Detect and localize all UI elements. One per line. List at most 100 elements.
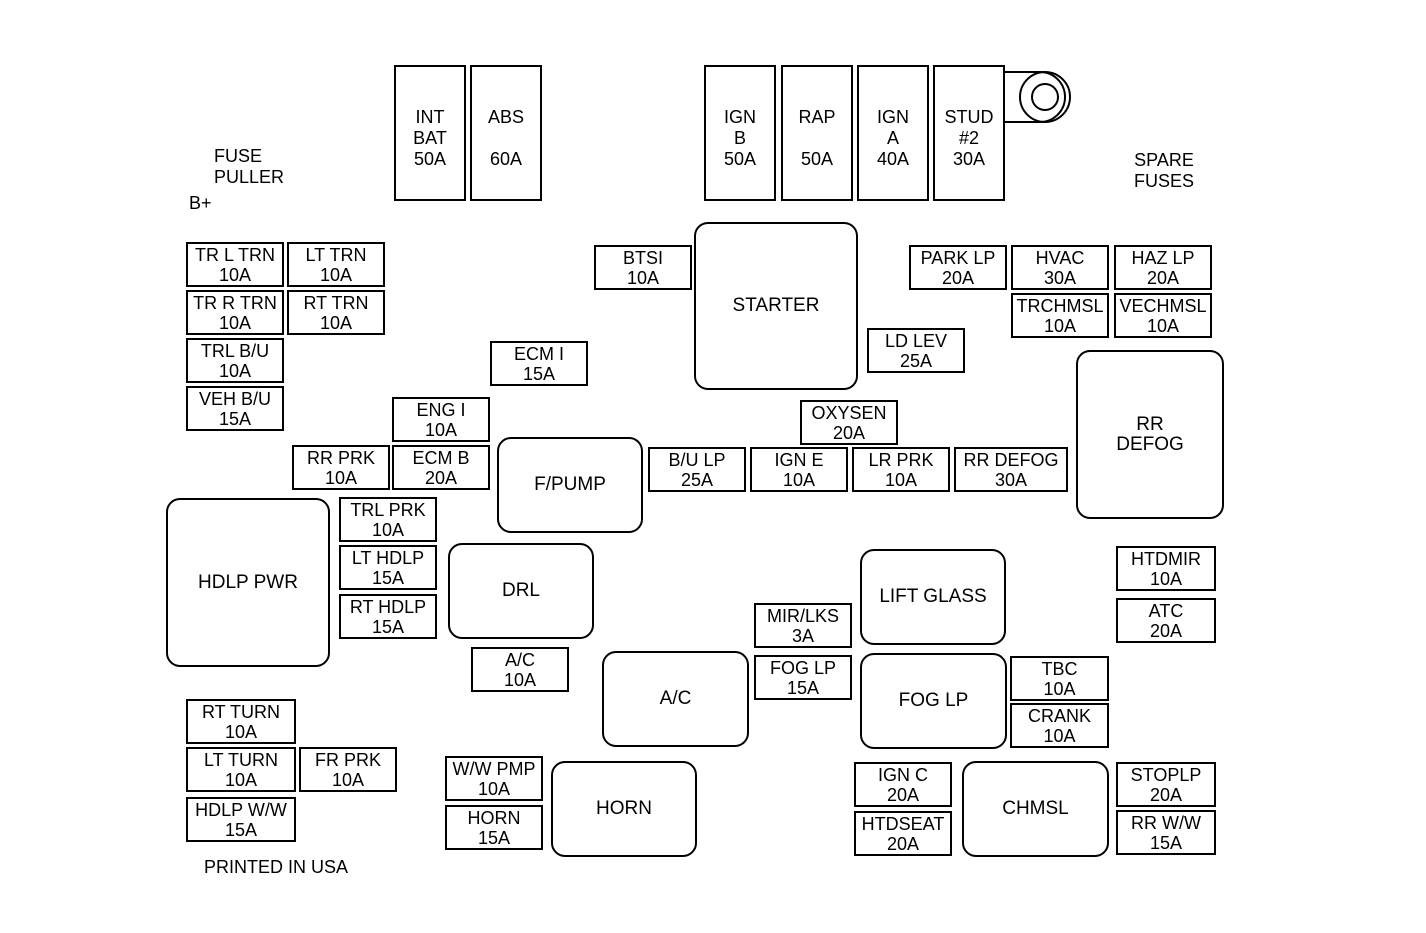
maxi-fuse-rating: 50A — [413, 149, 447, 169]
fuse-label: HDLP W/W — [195, 799, 287, 820]
relay-label: STARTER — [732, 295, 820, 316]
fuse-label: HTDSEAT — [861, 813, 945, 834]
fuse-label: LT TURN — [203, 749, 278, 770]
stud-terminal-icon — [1005, 71, 1071, 123]
fuse-puller-label: FUSE PULLER — [214, 146, 284, 188]
relay-a-c: A/C — [602, 651, 749, 747]
relay-starter: STARTER — [694, 222, 858, 390]
maxi-fuse-rating: 50A — [723, 149, 757, 169]
fuse-rating: 10A — [319, 264, 353, 285]
fuse-rating: 10A — [324, 467, 358, 488]
fuse-puller-line-2: PULLER — [214, 167, 285, 187]
fuse-label: FOG LP — [769, 657, 836, 678]
fuse-rating: 20A — [424, 467, 458, 488]
fuse-rating: 3A — [791, 625, 815, 646]
maxi-fuse-rating: 50A — [800, 149, 834, 169]
fuse-rating: 15A — [477, 827, 511, 848]
fuse-rating: 15A — [218, 408, 252, 429]
fuse-label: TRL PRK — [350, 499, 426, 520]
maxi-fuse-label: STUD — [944, 107, 994, 127]
fuse-label: OXYSEN — [811, 402, 887, 423]
fuse-label: ATC — [1148, 600, 1184, 621]
fuse-label: A/C — [504, 649, 535, 670]
fuse-puller-line-1: FUSE — [214, 146, 263, 166]
relay-horn: HORN — [551, 761, 697, 857]
spare-fuses-line-1: SPARE — [1134, 150, 1194, 170]
maxi-fuse-rating: 40A — [876, 149, 910, 169]
fuse-label: RR PRK — [306, 447, 375, 468]
fuse-rating: 10A — [1043, 678, 1076, 699]
relay-label: F/PUMP — [534, 474, 606, 495]
fuse-label: B/U LP — [668, 449, 726, 470]
fuse-label: TR L TRN — [194, 244, 275, 265]
fuse-label: TBC — [1041, 658, 1078, 679]
fuse-label: PARK LP — [920, 247, 996, 268]
relay-chmsl: CHMSL — [962, 761, 1109, 857]
fuse-label: TRL B/U — [200, 340, 270, 361]
fuse-rating: 10A — [224, 769, 258, 790]
fuse-rating: 15A — [786, 677, 820, 698]
fuse-label: RR DEFOG — [963, 449, 1059, 470]
fuse-label: ECM B — [412, 447, 470, 468]
fuse-rating: 15A — [371, 567, 405, 588]
fuse-label: W/W PMP — [452, 758, 536, 779]
fuse-label: RR W/W — [1131, 812, 1201, 833]
fuse-label: CRANK — [1027, 705, 1091, 726]
fuse-label: HTDMIR — [1131, 548, 1201, 569]
fuse-rating: 10A — [224, 721, 258, 742]
relay-hdlp-pwr: HDLP PWR — [166, 498, 330, 667]
fuse-label: BTSI — [622, 247, 663, 268]
relay-label: LIFT GLASS — [879, 586, 987, 607]
fuse-rating: 15A — [522, 363, 556, 384]
fuse-rating: 20A — [1149, 784, 1183, 805]
fuse-label: FR PRK — [314, 749, 381, 770]
relay-label: CHMSL — [1002, 798, 1069, 819]
maxi-fuse-rating: 30A — [952, 149, 986, 169]
fuse-label: VECHMSL — [1119, 295, 1207, 316]
relay-label: DRL — [501, 580, 540, 601]
maxi-fuse-stud-2: STUD #2 30A — [933, 65, 1005, 201]
printed-in-usa-label: PRINTED IN USA — [204, 857, 349, 877]
maxi-fuse-label: BAT — [413, 128, 447, 148]
fuse-rating: 10A — [1149, 568, 1183, 589]
fuse-rating: 10A — [424, 419, 458, 440]
maxi-fuse-label: #2 — [958, 128, 980, 148]
maxi-fuse-label: IGN — [723, 107, 756, 127]
maxi-fuse-ign-b: IGN B 50A — [704, 65, 776, 201]
relay-lift-glass: LIFT GLASS — [860, 549, 1006, 645]
fuse-rating: 10A — [331, 769, 365, 790]
fuse-label: LT TRN — [305, 244, 367, 265]
fuse-rating: 10A — [371, 519, 405, 540]
fuse-rating: 10A — [218, 312, 252, 333]
fuse-rating: 15A — [224, 819, 258, 840]
fuse-rating: 10A — [477, 778, 511, 799]
fuse-rating: 10A — [1043, 725, 1076, 746]
fuse-rating: 10A — [218, 264, 252, 285]
fuse-label: TRCHMSL — [1016, 295, 1104, 316]
